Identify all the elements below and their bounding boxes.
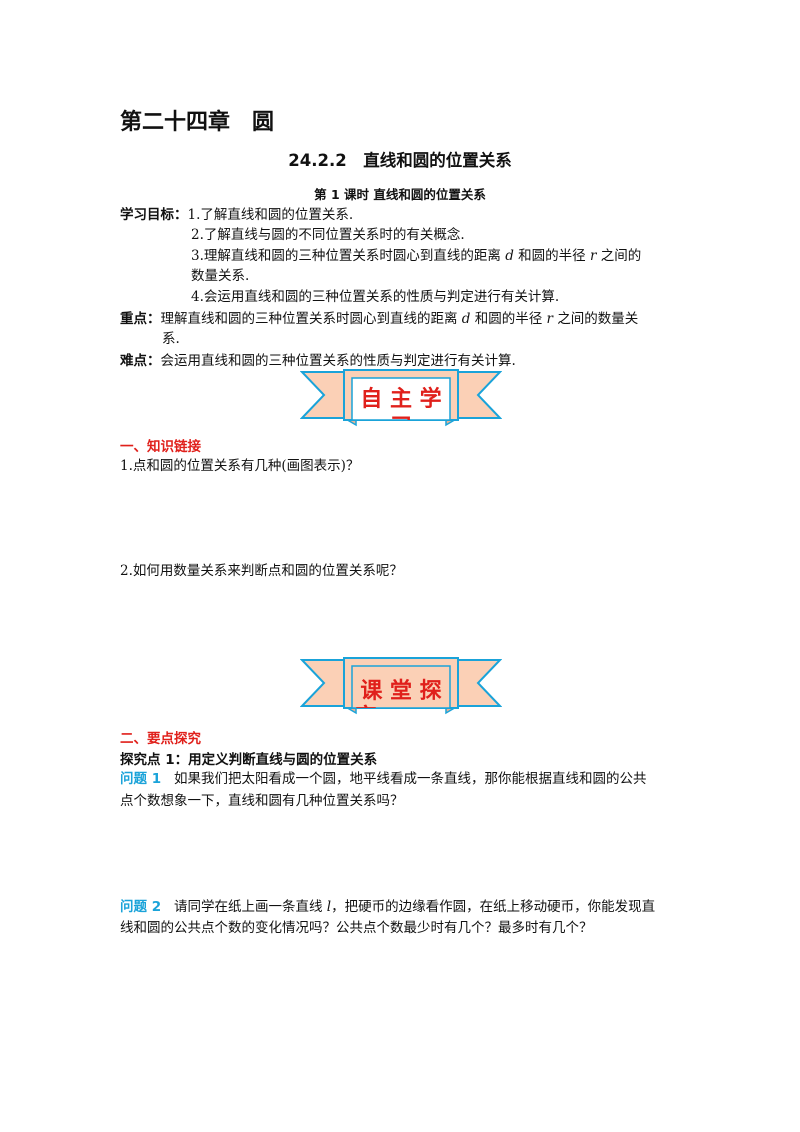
objective-item-1: 1.了解直线和圆的位置关系.: [187, 207, 354, 223]
symbol-l: l: [326, 899, 332, 915]
banner-self-study-cut-text: 习: [390, 415, 412, 430]
key-point: 重点：理解直线和圆的三种位置关系时圆心到直线的距离 d 和圆的半径 r 之间的数…: [120, 309, 638, 329]
part1-question-2: 2.如何用数量关系来判断点和圆的位置关系呢？: [120, 563, 403, 579]
banner-class-explore: 课 堂 探 究: [300, 656, 502, 718]
ribbon-icon: 课 堂 探 究: [300, 657, 502, 718]
symbol-r: r: [546, 311, 554, 327]
problem-2-line-2: 线和圆的公共点个数的变化情况吗？公共点个数最少时有几个？最多时有几个？: [120, 920, 593, 936]
banner-self-study-text: 自 主 学: [360, 386, 441, 412]
difficulty-text: 会运用直线和圆的三种位置关系的性质与判定进行有关计算.: [160, 353, 516, 369]
problem-2-text-b: ，把硬币的边缘看作圆，在纸上移动硬币，你能发现直: [331, 899, 656, 915]
banner-self-study: 自 主 学 习: [300, 368, 502, 430]
explore-point-1: 探究点 1：用定义判断直线与圆的位置关系: [120, 752, 378, 768]
difficulty: 难点：会运用直线和圆的三种位置关系的性质与判定进行有关计算.: [120, 351, 516, 371]
objective-item-3: 3.理解直线和圆的三种位置关系时圆心到直线的距离 d 和圆的半径 r 之间的: [191, 246, 641, 266]
banner-class-explore-cut-text: 究: [355, 704, 377, 718]
objective-item-4: 4.会运用直线和圆的三种位置关系的性质与判定进行有关计算.: [191, 289, 560, 305]
ribbon-icon: 自 主 学 习: [300, 369, 502, 430]
key-point-text-b: 和圆的半径: [474, 311, 543, 327]
banner-class-explore-text: 课 堂 探: [360, 678, 441, 704]
key-point-text: 理解直线和圆的三种位置关系时圆心到直线的距离: [160, 311, 458, 327]
objective-item-3-line-2: 数量关系.: [191, 268, 250, 284]
key-point-label: 重点：: [120, 311, 161, 327]
problem-2-text: 请同学在纸上画一条直线: [173, 899, 323, 915]
symbol-r: r: [589, 248, 597, 264]
problem-1-line-2: 点个数想象一下，直线和圆有几种位置关系吗？: [120, 793, 404, 809]
problem-2-line-1: 问题 2 请同学在纸上画一条直线 l，把硬币的边缘看作圆，在纸上移动硬币，你能发…: [120, 897, 655, 917]
chapter-title: 第二十四章 圆: [120, 110, 275, 135]
part1-heading: 一、知识链接: [120, 439, 201, 455]
objectives-line-1: 学习目标：1.了解直线和圆的位置关系.: [120, 205, 353, 225]
difficulty-label: 难点：: [120, 353, 161, 369]
part2-heading: 二、要点探究: [120, 731, 201, 747]
objective-item-3-text-b: 和圆的半径: [518, 248, 586, 264]
key-point-text-c: 之间的数量关: [557, 311, 639, 327]
objective-item-2: 2.了解直线与圆的不同位置关系时的有关概念.: [191, 227, 465, 243]
problem-2-label: 问题 2: [120, 899, 162, 915]
key-point-line-2: 系.: [162, 331, 180, 347]
section-title: 24.2.2 直线和圆的位置关系: [288, 151, 512, 170]
problem-1-text: 如果我们把太阳看成一个圆，地平线看成一条直线，那你能根据直线和圆的公共: [173, 771, 647, 787]
symbol-d: d: [461, 311, 471, 327]
problem-1-label: 问题 1: [120, 771, 162, 787]
part1-question-1: 1.点和圆的位置关系有几种(画图表示)？: [120, 458, 360, 474]
objectives-label: 学习目标：: [120, 207, 188, 223]
symbol-d: d: [505, 248, 514, 264]
objective-item-3-text: 3.理解直线和圆的三种位置关系时圆心到直线的距离: [191, 248, 501, 264]
objective-item-3-text-c: 之间的: [600, 248, 642, 264]
problem-1-line-1: 问题 1 如果我们把太阳看成一个圆，地平线看成一条直线，那你能根据直线和圆的公共: [120, 769, 646, 789]
lesson-title: 第 1 课时 直线和圆的位置关系: [314, 187, 486, 202]
